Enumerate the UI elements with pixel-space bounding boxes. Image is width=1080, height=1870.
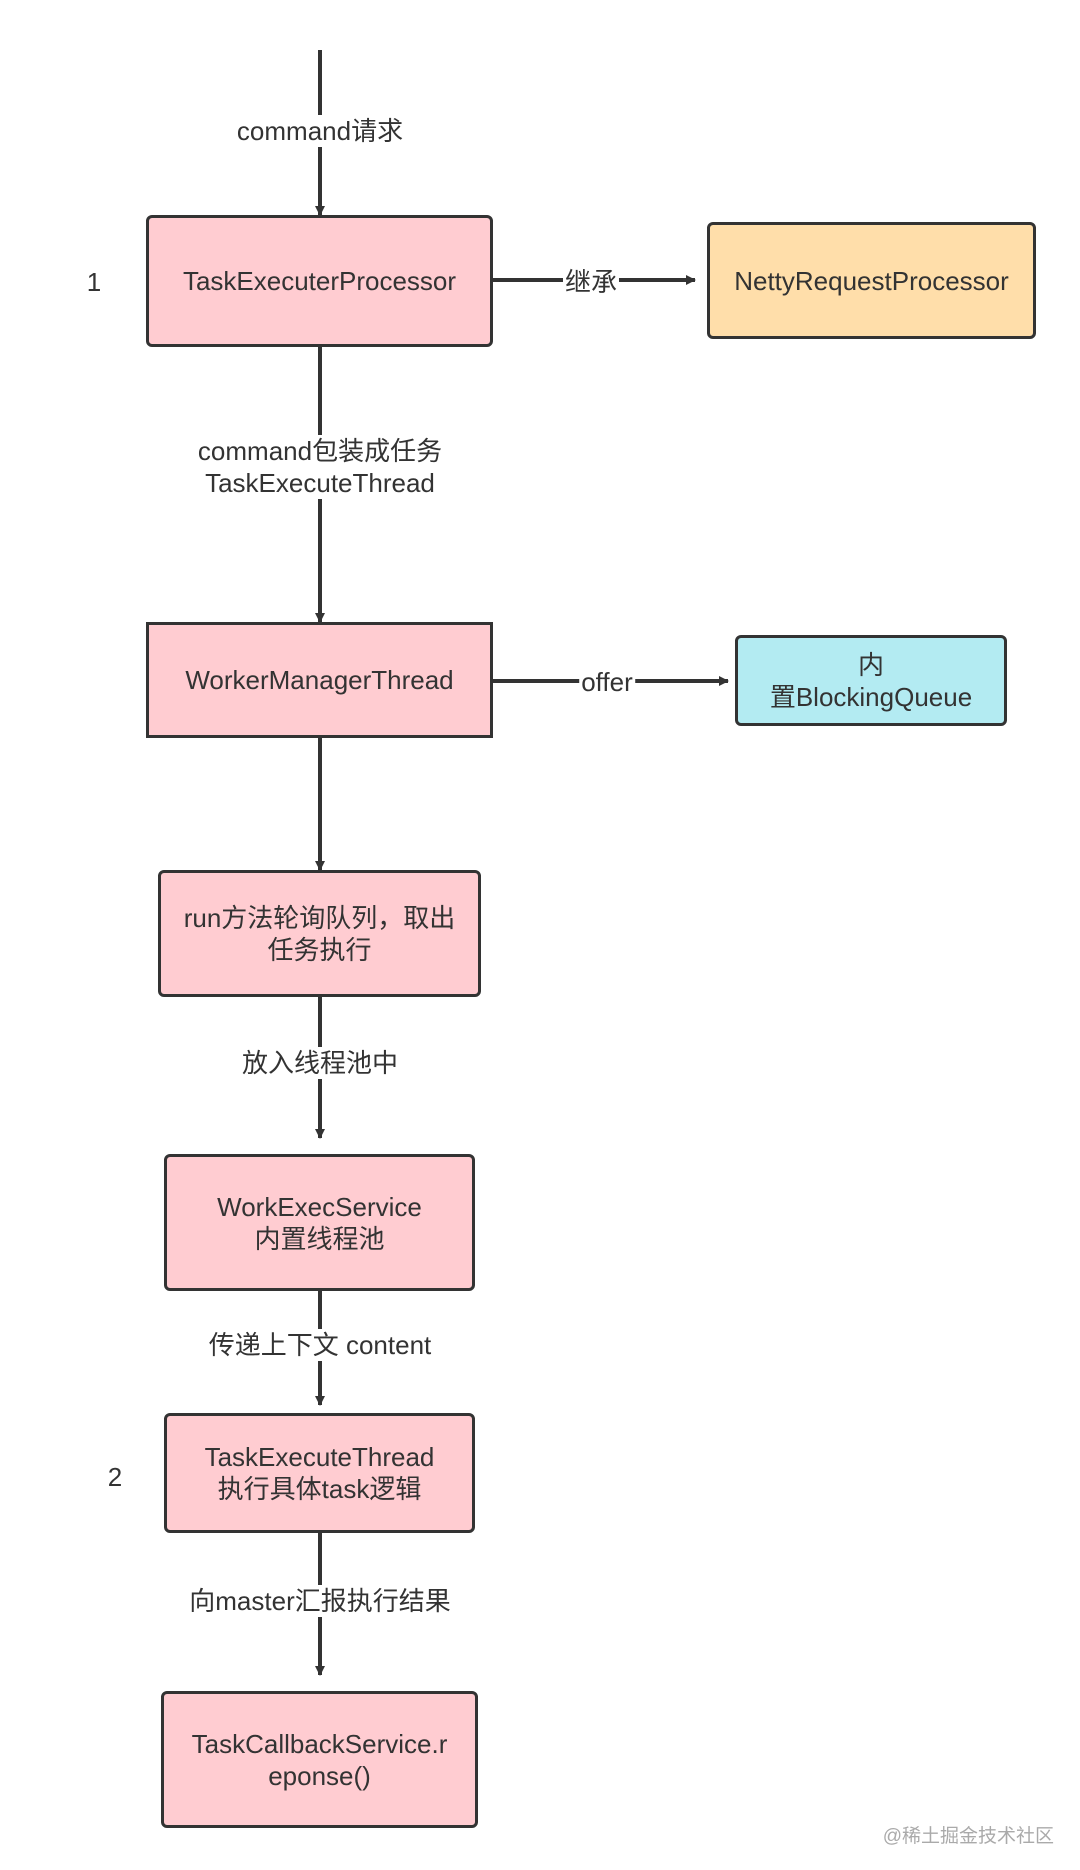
edge-label-command-request: command请求 bbox=[232, 115, 408, 147]
node-task-execute-thread: TaskExecuteThread 执行具体task逻辑 bbox=[164, 1413, 475, 1533]
node-worker-manager-thread: WorkerManagerThread bbox=[146, 622, 493, 738]
edge-label-wrap-task: command包装成任务 TaskExecuteThread bbox=[193, 435, 447, 499]
edge-label-offer: offer bbox=[579, 666, 635, 698]
edge-label-into-pool: 放入线程池中 bbox=[237, 1047, 403, 1079]
node-blocking-queue: 内 置BlockingQueue bbox=[735, 635, 1007, 726]
node-run-method: run方法轮询队列，取出 任务执行 bbox=[158, 870, 481, 997]
node-task-executer-processor: TaskExecuterProcessor bbox=[146, 215, 493, 347]
node-netty-request-processor: NettyRequestProcessor bbox=[707, 222, 1036, 339]
edge-label-report-master: 向master汇报执行结果 bbox=[185, 1585, 455, 1617]
watermark: @稀土掘金技术社区 bbox=[882, 1826, 1054, 1847]
node-task-callback-service: TaskCallbackService.r eponse() bbox=[161, 1691, 478, 1828]
step-number-1: 1 bbox=[86, 267, 102, 297]
edge-label-inherit: 继承 bbox=[562, 266, 620, 298]
step-number-2: 2 bbox=[107, 1462, 123, 1492]
edge-label-pass-context: 传递上下文 content bbox=[204, 1329, 436, 1361]
node-work-exec-service: WorkExecService 内置线程池 bbox=[164, 1154, 475, 1291]
